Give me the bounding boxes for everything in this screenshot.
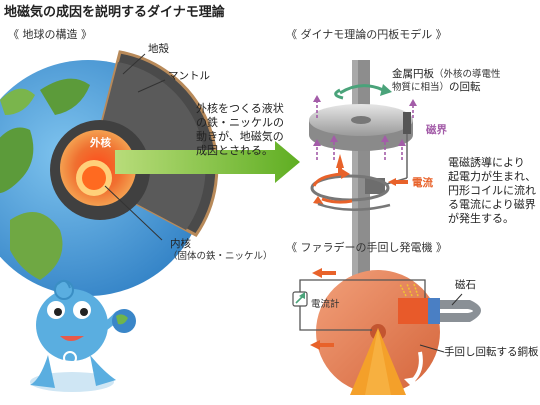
current-label: 電流 <box>412 177 433 189</box>
disk-explanation-line-1: 電磁誘導により <box>448 156 525 169</box>
crust-label: 地殻 <box>148 43 169 55</box>
earth-explanation-line-2: の鉄・ニッケルの <box>196 116 284 129</box>
faraday-generator-illustration <box>292 268 481 395</box>
disk-section-heading: 《 ダイナモ理論の円板モデル 》 <box>286 28 447 41</box>
disk-note-1: （外核の導電性 <box>434 69 501 80</box>
earth-explanation-line-3: 動きが、地磁気の <box>196 130 284 143</box>
inner-core-label: 内核 <box>170 238 191 250</box>
disk-explanation-line-4: る電流により磁界 <box>448 198 536 211</box>
disk-explanation-line-5: が発生する。 <box>448 212 514 225</box>
disk-explanation: 電磁誘導により 起電力が生まれ、 円形コイルに流れ る電流により磁界 が発生する… <box>448 156 536 226</box>
earth-explanation-line-4: 成因とされる。 <box>196 144 273 157</box>
mantle-label: マントル <box>168 70 210 82</box>
mascot-character <box>30 279 136 392</box>
disk-explanation-line-2: 起電力が生まれ、 <box>448 170 537 183</box>
copper-disk-label: 手回し回転する銅板 <box>444 346 539 358</box>
inner-core-note: （固体の鉄・ニッケル） <box>168 251 273 262</box>
page-title: 地磁気の成因を説明するダイナモ理論 <box>4 5 225 20</box>
faraday-section-heading: 《 ファラデーの手回し発電機 》 <box>286 241 447 254</box>
disk-label-line-2: 物質に相当）の回転 <box>392 81 481 94</box>
disk-rotation-label: の回転 <box>449 81 481 93</box>
disk-label-main: 金属円板 <box>392 68 434 80</box>
ammeter-label: 電流計 <box>311 299 340 310</box>
earth-illustration <box>0 50 219 296</box>
arrow-core-to-dynamo <box>115 141 300 183</box>
disk-label: 金属円板（外核の導電性 <box>392 68 501 81</box>
disk-explanation-line-3: 円形コイルに流れ <box>448 184 536 197</box>
outer-core-label: 外核 <box>90 137 111 149</box>
disk-note-2: 物質に相当） <box>392 82 450 93</box>
earth-section-heading: 《 地球の構造 》 <box>8 28 92 41</box>
magnetic-field-label: 磁界 <box>426 124 447 136</box>
magnet-label: 磁石 <box>455 279 476 291</box>
earth-explanation: 外核をつくる液状 の鉄・ニッケルの 動きが、地磁気の 成因とされる。 <box>196 102 284 158</box>
earth-explanation-line-1: 外核をつくる液状 <box>196 102 284 115</box>
